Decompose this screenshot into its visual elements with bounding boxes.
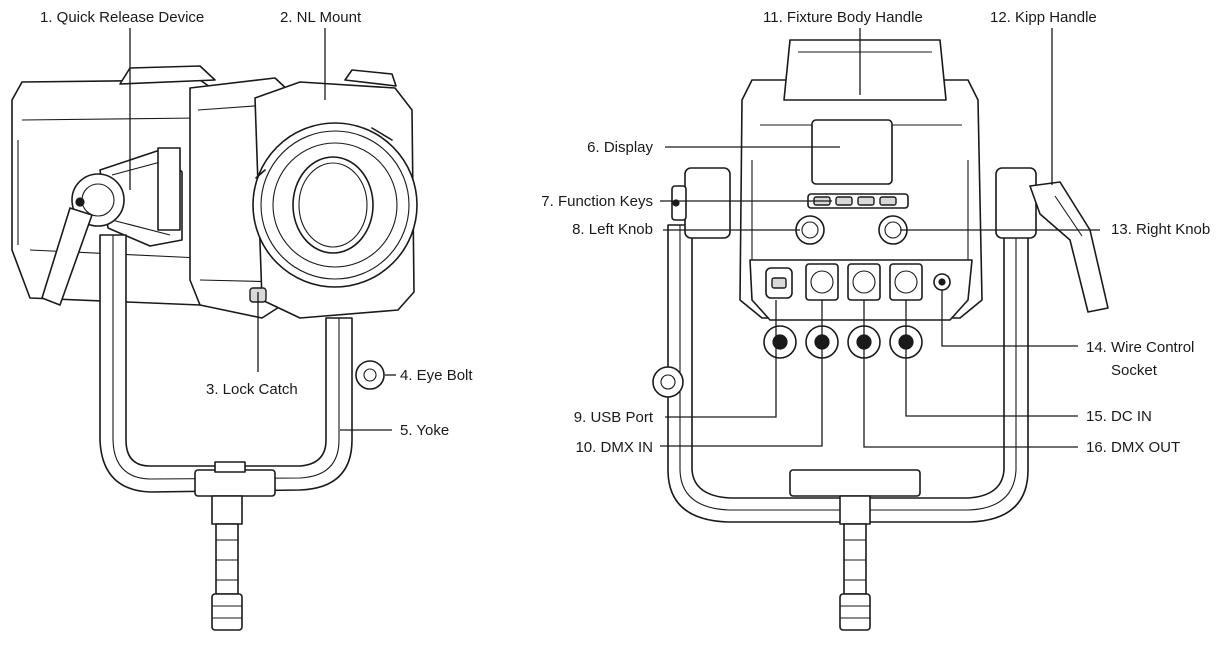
label-fixture-body-handle: 11. Fixture Body Handle [763,9,923,26]
label-left-knob: 8. Left Knob [572,221,653,238]
label-wire-control-socket-line1: 14. Wire Control [1086,339,1195,356]
label-dc-in: 15. DC IN [1086,408,1152,425]
label-dmx-out: 16. DMX OUT [1086,439,1181,456]
label-wire-control-socket-line2: Socket [1111,362,1157,379]
front-view-illustration [11,65,418,631]
label-function-keys: 7. Function Keys [541,193,653,210]
label-eye-bolt: 4. Eye Bolt [400,367,473,384]
label-usb-port: 9. USB Port [573,409,653,426]
label-nl-mount: 2. NL Mount [280,9,362,26]
label-kipp-handle: 12. Kipp Handle [990,9,1097,26]
label-dmx-in: 10. DMX IN [575,439,653,456]
back-view-leaders [660,28,1100,448]
label-quick-release-device: 1. Quick Release Device [40,9,205,26]
label-lock-catch: 3. Lock Catch [206,381,298,398]
back-view-illustration [652,39,1109,631]
front-view-leaders [129,28,396,431]
label-yoke: 5. Yoke [400,422,450,439]
label-display: 6. Display [587,139,653,156]
label-right-knob: 13. Right Knob [1111,221,1211,238]
